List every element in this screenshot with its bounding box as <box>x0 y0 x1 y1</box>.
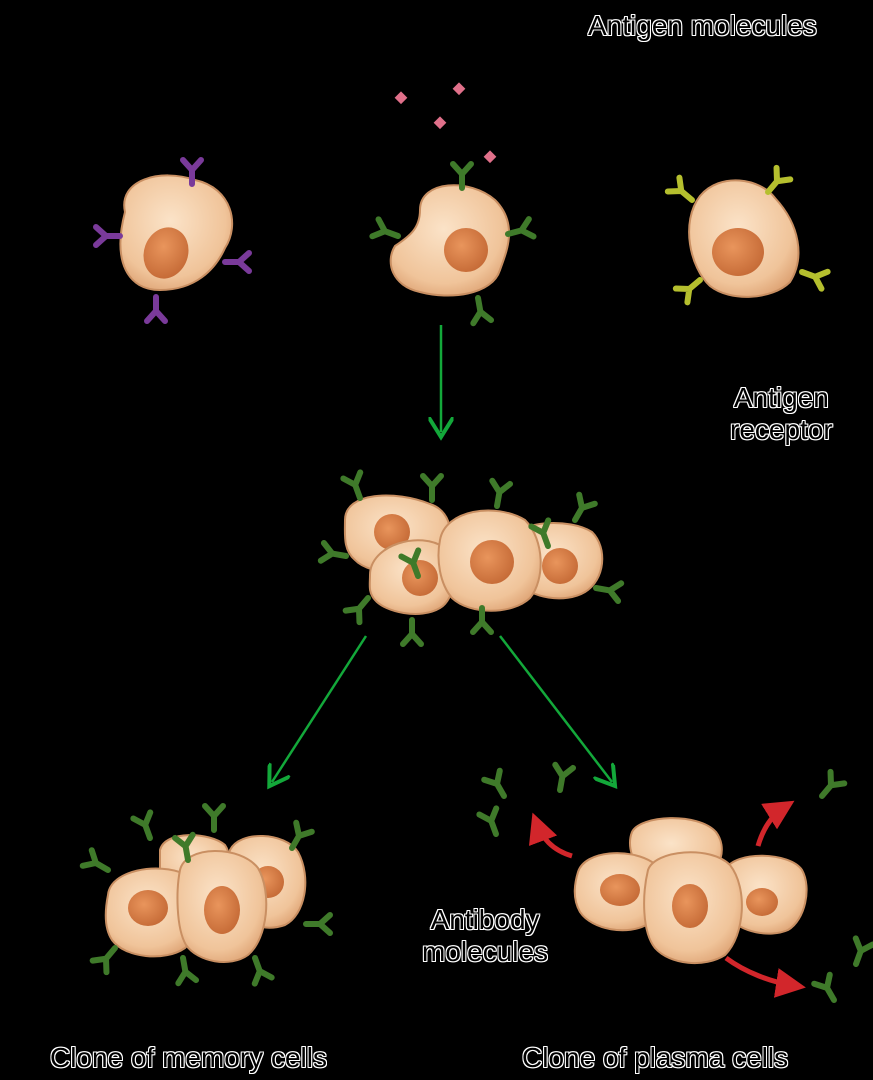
antigen-leader-lines <box>460 30 575 115</box>
arrow-to-memory <box>272 636 366 782</box>
antigen-receptor-leader <box>772 306 808 380</box>
arrow-proliferation <box>436 325 464 450</box>
label-antibody-molecules: Antibody molecules <box>422 904 548 968</box>
b-cell-yellow <box>668 168 828 302</box>
b-cell-green-selected <box>372 164 533 323</box>
b-cell-purple <box>96 160 249 321</box>
label-clone-memory-cells: Clone of memory cells <box>50 1042 327 1074</box>
label-clone-plasma-cells: Clone of plasma cells <box>522 1042 788 1074</box>
label-antigen-receptor-line1: Antigen <box>730 382 833 414</box>
label-antibody-molecules-line2: molecules <box>422 936 548 968</box>
label-antigen-receptor-line2: receptor <box>730 414 833 446</box>
b-cell-cluster <box>321 472 621 644</box>
antibody-leader <box>460 845 487 900</box>
label-antibody-molecules-line1: Antibody <box>422 904 548 936</box>
plasma-cell-clone <box>575 818 807 963</box>
label-antigen-molecules: Antigen molecules <box>588 10 817 42</box>
label-antigen-receptor: Antigen receptor <box>730 382 833 446</box>
arrow-to-plasma <box>500 636 654 782</box>
bracket <box>8 104 56 342</box>
antigen-molecules <box>395 82 497 163</box>
memory-cell-clone <box>83 806 330 984</box>
